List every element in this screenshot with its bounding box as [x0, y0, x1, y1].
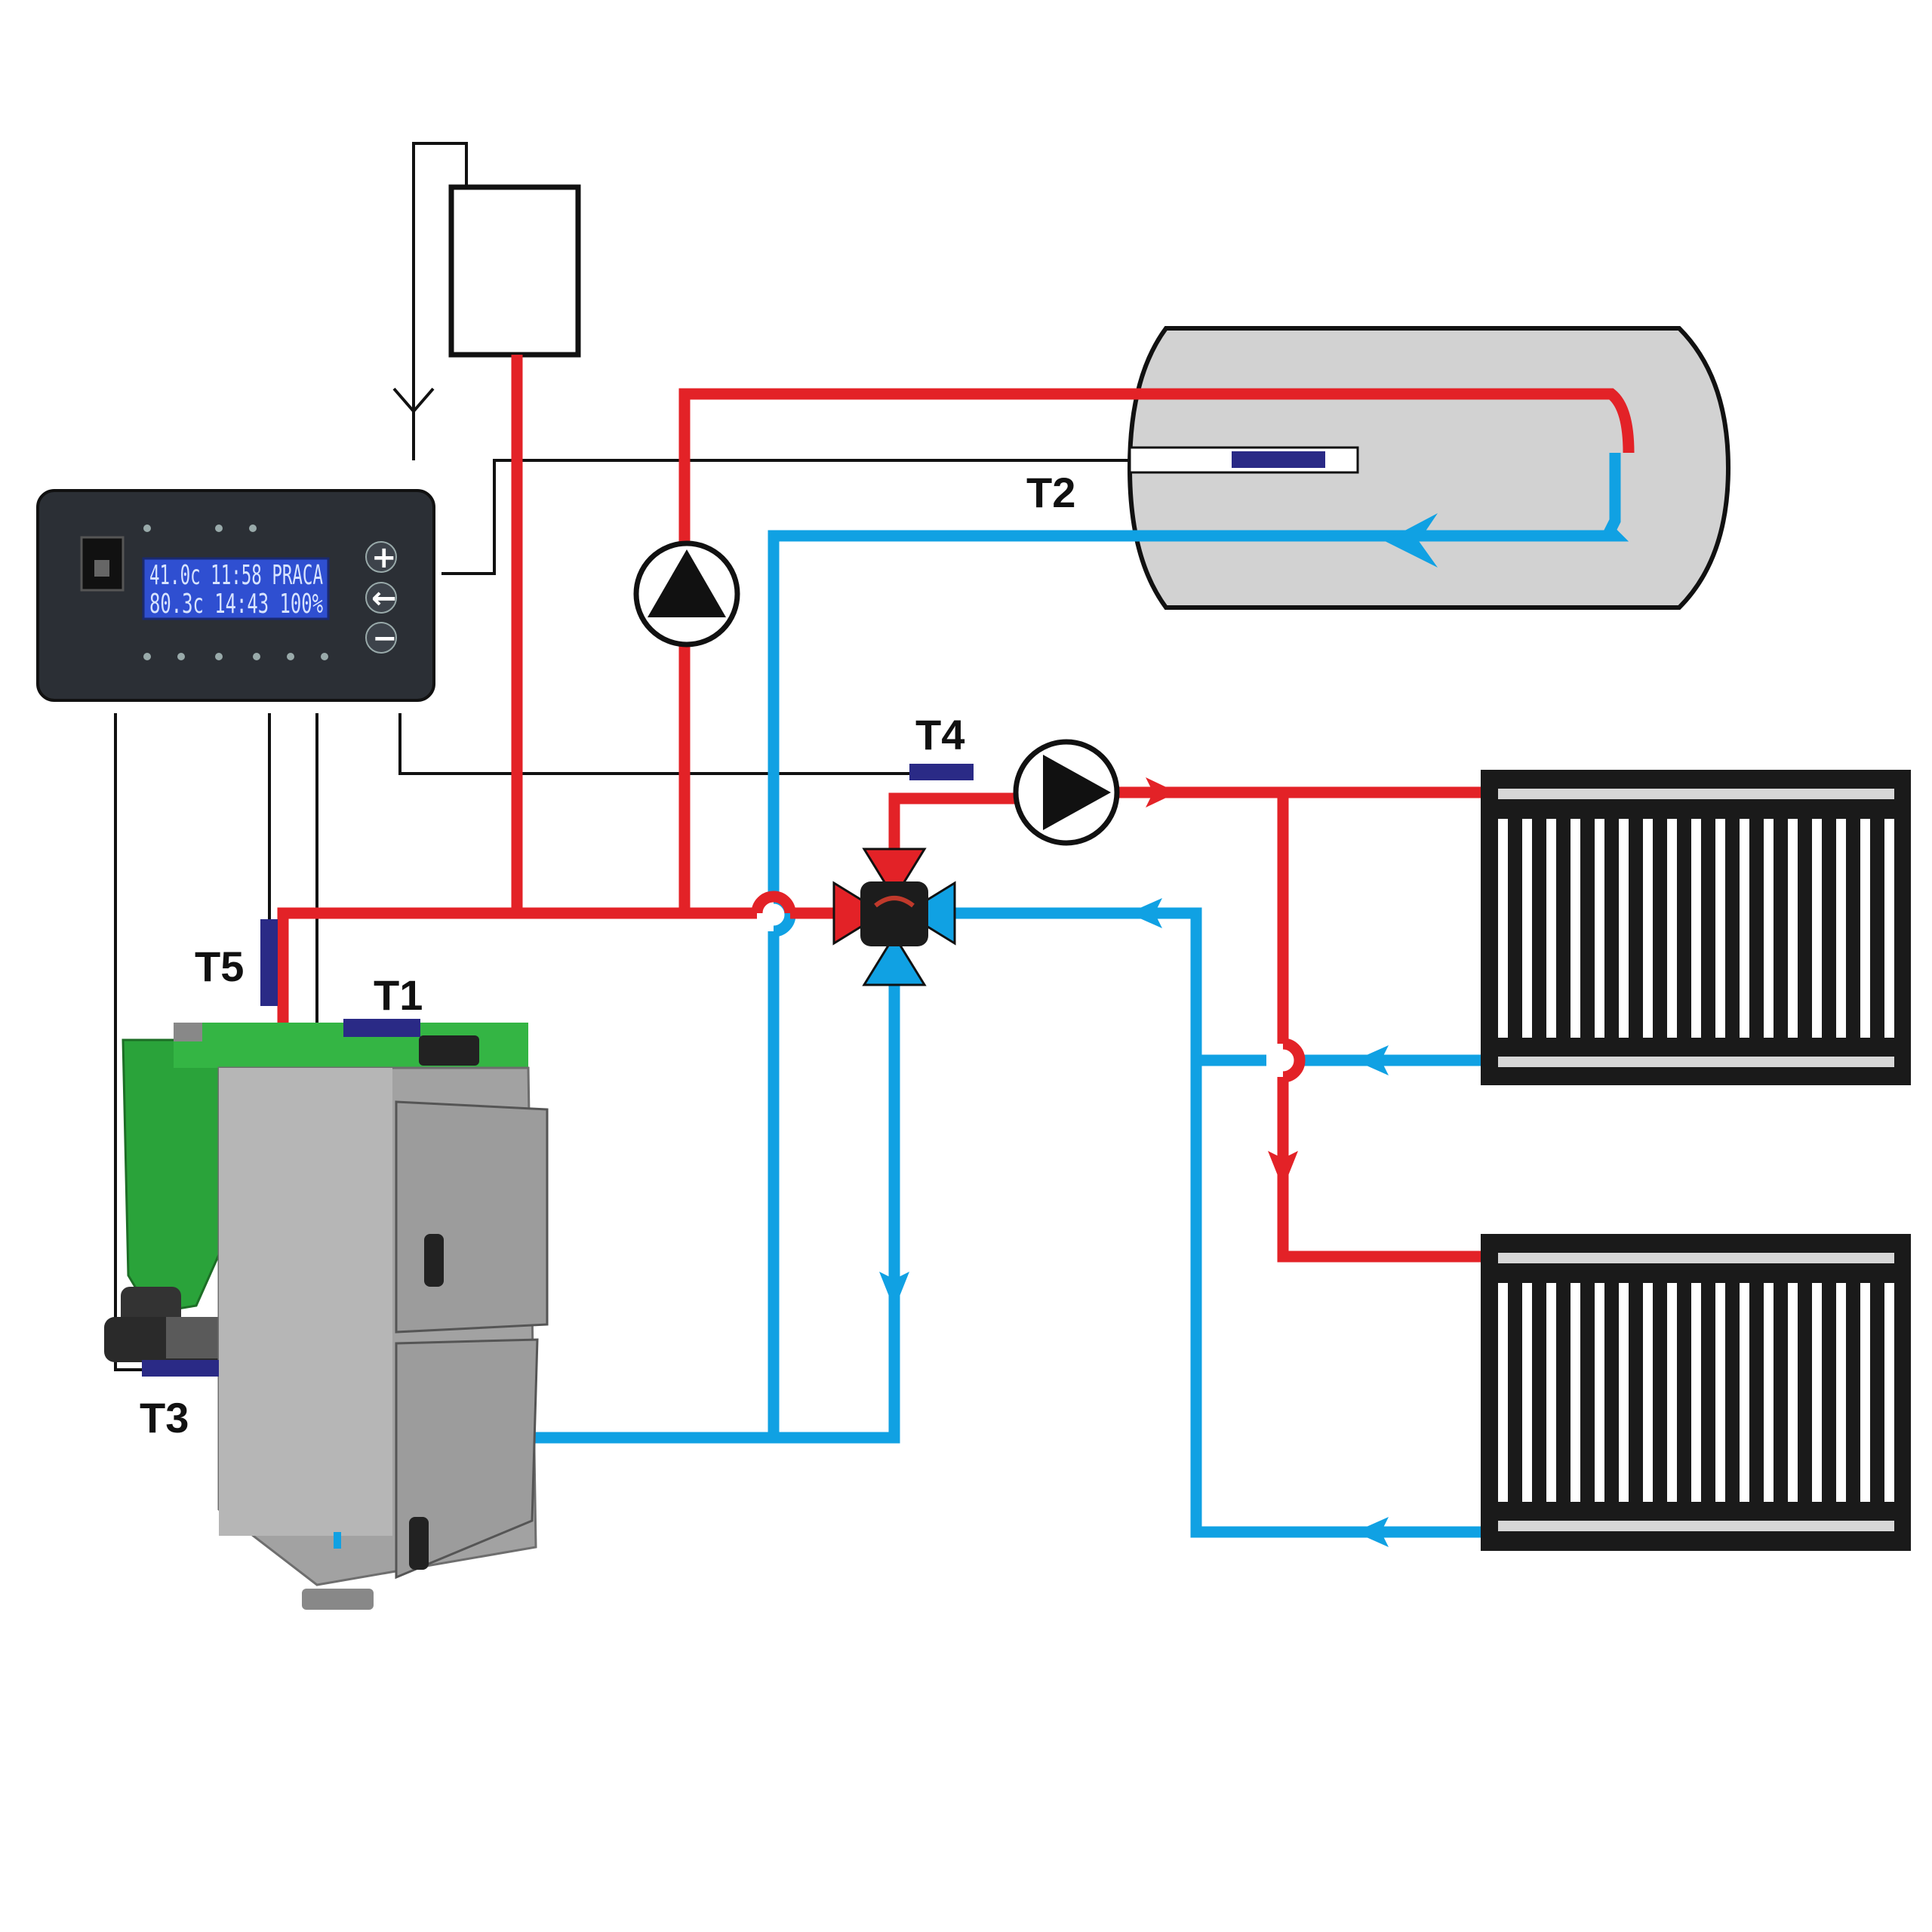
controller-status-dots: [143, 525, 328, 660]
boiler-return-trunk: [528, 931, 780, 1444]
temperature-sensors: [142, 451, 1325, 1377]
sensor-t4-bar: [909, 764, 974, 780]
plus-button-glyph: +: [371, 540, 397, 575]
sensor-t1-label: T1: [374, 971, 423, 1019]
valve-to-pump: [888, 792, 1015, 849]
radiator-lower: [1481, 1234, 1911, 1551]
lcd-screen: [142, 557, 330, 620]
antenna-icon: [392, 387, 435, 460]
pellet-boiler: [104, 1023, 549, 1610]
lcd-line-1: 41.0c 11:58 PRACA: [149, 560, 323, 591]
arrow-down-blue: [879, 1272, 909, 1309]
pump-icon: [1013, 739, 1120, 846]
tank-pump-triangle: [648, 549, 726, 617]
valve-outlet-to-boiler: [774, 981, 900, 1444]
flue-stub: [174, 1023, 202, 1041]
valve-knob: [874, 896, 915, 908]
tank-coil-return-curve: [1602, 453, 1621, 539]
valve-port-top: [862, 848, 927, 900]
sensor-t1-bar: [343, 1019, 420, 1037]
sensor-t3-label: T3: [140, 1394, 189, 1441]
sensor-t5-bar: [260, 919, 278, 1006]
sensor-t4-label: T4: [915, 711, 964, 758]
back-button[interactable]: [365, 582, 397, 614]
boiler-drain-mark: [334, 1532, 341, 1549]
valve-port-right: [903, 881, 956, 946]
radiator-2-flow: [1277, 1077, 1483, 1263]
flow-arrow-icon: [879, 513, 1438, 1547]
boiler-mini-panel: [419, 1035, 479, 1066]
boiler-feet: [302, 1589, 374, 1610]
burner-motor: [104, 1287, 225, 1362]
mixing-valve-icon: [832, 848, 956, 986]
back-button-glyph: ←: [371, 581, 397, 616]
wire-to-t3: [114, 713, 145, 1371]
arrow-tank-coil: [1385, 513, 1438, 568]
tank-coil-flow: [678, 388, 1635, 913]
radiator-upper: [1481, 770, 1911, 1085]
arrow-radiator-flow: [1146, 777, 1177, 808]
boiler-lower-door: [395, 1338, 539, 1580]
expansion-vessel: [448, 184, 581, 358]
sensor-t2-label: T2: [1026, 469, 1075, 516]
plus-button[interactable]: [365, 541, 397, 573]
arrow-radiator-return-3: [1355, 1517, 1389, 1547]
hot-pipes: [277, 355, 1635, 1263]
wire-to-t2: [441, 459, 1132, 575]
minus-button-glyph: −: [372, 621, 398, 656]
lcd-line-2: 80.3c 14:43 100%: [149, 589, 323, 620]
arrow-radiator-return-2: [1355, 1045, 1389, 1075]
valve-port-bottom: [862, 934, 927, 986]
boiler-flow-main: [277, 907, 757, 1026]
door-handle-upper: [424, 1234, 444, 1287]
door-handle-lower: [409, 1517, 429, 1570]
radiator-return-main: [952, 907, 1483, 1538]
valve-actuator: [860, 881, 928, 946]
bypass-loop-hot: [751, 891, 796, 914]
sensor-t2-bar: [1232, 451, 1325, 468]
wire-to-t4: [398, 713, 913, 775]
pump-icon: [633, 540, 740, 648]
boiler-controller: 41.0c 11:58 PRACA 80.3c 14:43 100% + ← −: [36, 489, 435, 702]
pellet-hopper: [122, 1038, 228, 1315]
radiator-pump-triangle: [1043, 755, 1111, 830]
sensor-t5-label: T5: [195, 943, 244, 990]
control-wires: [114, 142, 1132, 1371]
valve-port-left: [832, 881, 885, 946]
minus-button[interactable]: [365, 622, 397, 654]
antenna-wire: [412, 142, 468, 460]
arrow-down-red: [1268, 1151, 1298, 1189]
boiler-upper-door: [395, 1100, 549, 1334]
radiator-branch-loop: [1282, 1038, 1306, 1083]
arrow-radiator-return-1: [1128, 898, 1162, 928]
cold-pipes: [528, 524, 1629, 1538]
sensor-t3-bar: [142, 1360, 219, 1377]
boiler-side-panel: [219, 1068, 392, 1536]
